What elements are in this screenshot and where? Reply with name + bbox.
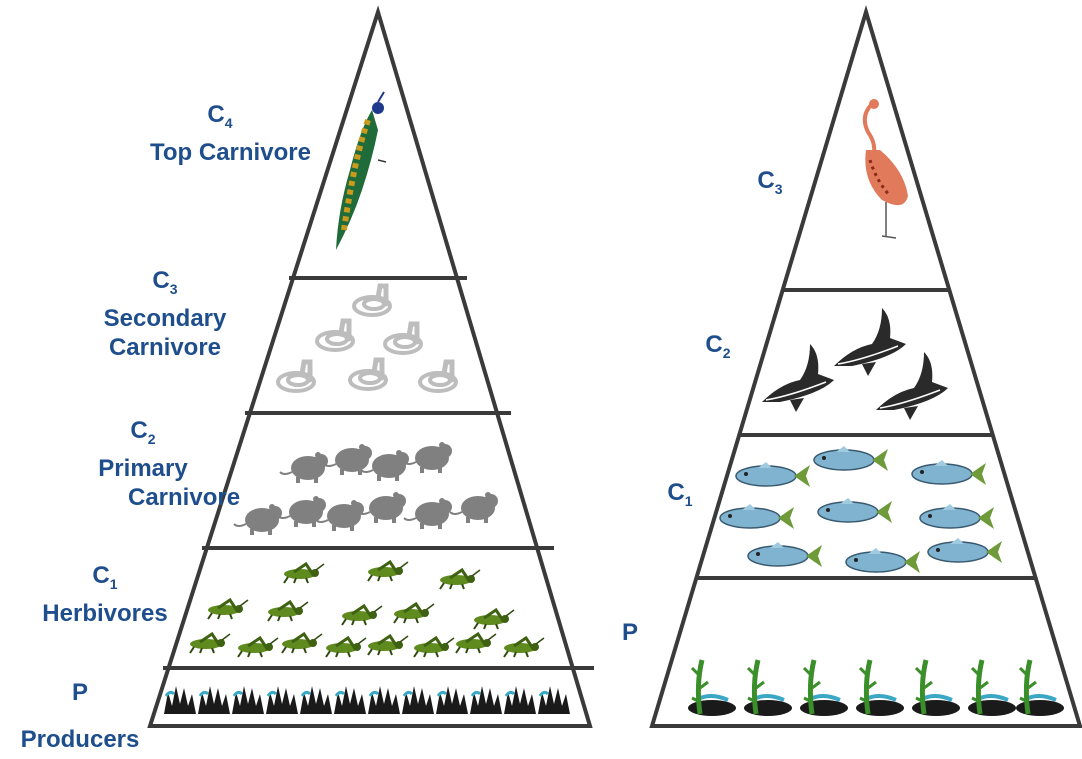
left-name-c2-line1: Primary — [68, 454, 218, 483]
left-name-c3-line2: Carnivore — [90, 333, 240, 362]
left-label-c2: C2 Primary Carnivore — [68, 416, 218, 512]
right-label-p: P — [600, 618, 660, 656]
right-pyramid — [652, 12, 1080, 726]
right-label-c3: C3 — [740, 166, 800, 204]
left-name-c3-line1: Secondary — [90, 304, 240, 333]
left-label-p: P Producers — [20, 678, 140, 754]
right-label-c1: C1 — [650, 478, 710, 516]
right-label-c2: C2 — [688, 330, 748, 368]
left-name-p: Producers — [20, 725, 140, 754]
left-name-c1: Herbivores — [30, 599, 180, 628]
left-label-c3: C3 Secondary Carnivore — [90, 266, 240, 362]
left-label-c4: C4 Top Carnivore — [150, 100, 290, 167]
left-name-c2-line2: Carnivore — [68, 483, 218, 512]
left-name-c4: Top Carnivore — [150, 139, 311, 166]
left-label-c1: C1 Herbivores — [30, 561, 180, 628]
